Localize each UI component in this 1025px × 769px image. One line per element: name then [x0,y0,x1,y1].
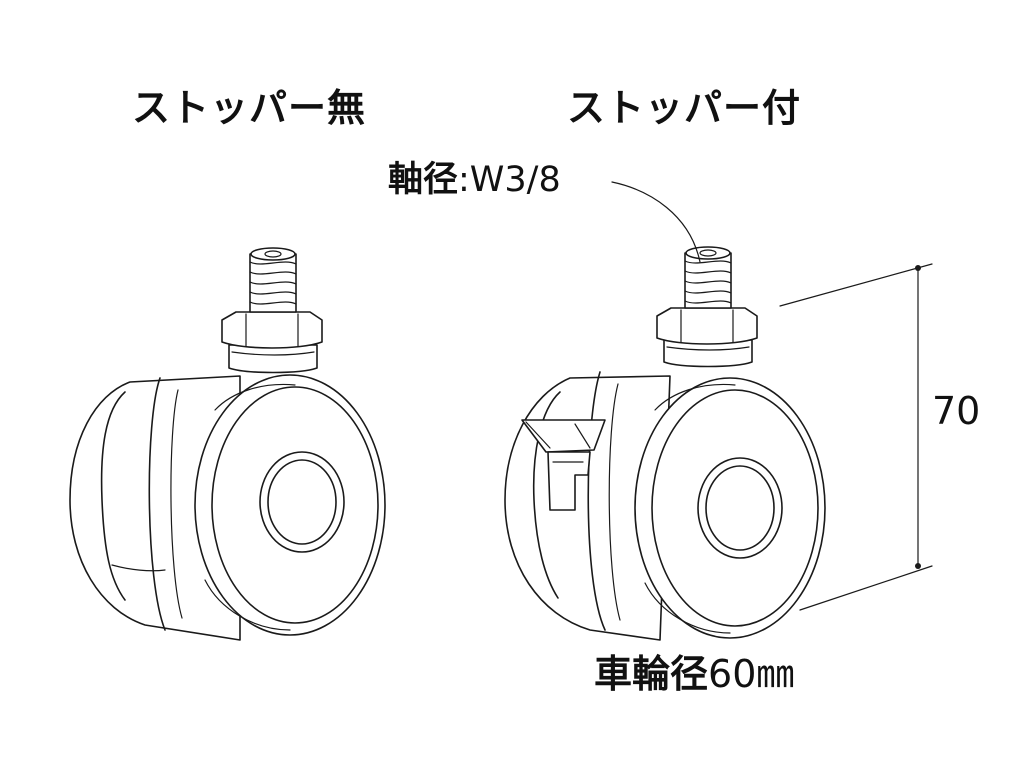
title-without-stopper: ストッパー無 [132,86,367,130]
height-dimension [779,263,933,611]
right-shaft-top [685,246,731,260]
right-thread-lines [684,260,732,304]
stopper-pedal [521,419,606,453]
left-front-wheel-shade [214,383,296,411]
height-extension-bottom [799,565,933,611]
height-arrow-top [915,265,921,271]
shaft-leader-line [611,181,701,263]
shaft-diameter-label: 軸径:W3/8 [388,163,561,198]
left-mount-collar [228,344,318,374]
right-hub-inner [705,465,775,551]
left-hex-nut [221,311,323,349]
left-mount-collar-line [231,351,315,356]
height-arrow-bottom [915,563,921,569]
left-shaft-top [250,247,296,261]
right-front-wheel-shade-low [644,582,731,634]
right-mount-collar [663,339,753,368]
right-hub-band [587,371,606,631]
shaft-diameter-value: :W3/8 [458,160,561,200]
stopper-arm [547,451,591,511]
right-shaft-top-hole [699,249,717,257]
right-front-wheel-inner [651,389,819,627]
height-extension-top [779,263,933,307]
stopper-pedal-ridge [525,421,591,449]
left-back-tire-line [111,564,166,572]
left-hub-outer [259,451,345,553]
left-back-wheel [69,375,241,641]
left-hex-nut-edge [245,313,299,347]
left-hub-band-inner [170,389,183,619]
height-dimension-value: 70 [932,389,981,433]
left-front-wheel-shade-low [204,579,291,631]
wheel-diameter-label: 車輪径60㎜ [594,655,794,693]
caster-without-stopper [69,247,386,641]
left-shaft-top-hole [264,250,282,258]
right-back-wheel [504,375,671,641]
shaft-diameter-caption: 軸径 [388,160,459,200]
right-front-wheel-shade [654,383,736,411]
right-back-wheel-rim [532,391,561,599]
right-hub-band-inner [608,383,621,621]
left-hub-inner [267,459,337,545]
caster-with-stopper [504,246,826,641]
right-hex-nut-edge [680,309,734,343]
right-mount-collar-line [666,346,750,351]
title-with-stopper: ストッパー付 [567,86,802,130]
left-thread-lines [249,261,297,305]
wheel-diameter-caption: 車輪径 [594,652,709,696]
wheel-diameter-value: 60㎜ [708,652,795,696]
left-back-wheel-rim [100,391,126,601]
left-hub-band [148,377,166,631]
right-hex-nut [656,307,758,345]
right-hub-outer [697,457,783,559]
left-front-wheel-inner [211,386,379,624]
